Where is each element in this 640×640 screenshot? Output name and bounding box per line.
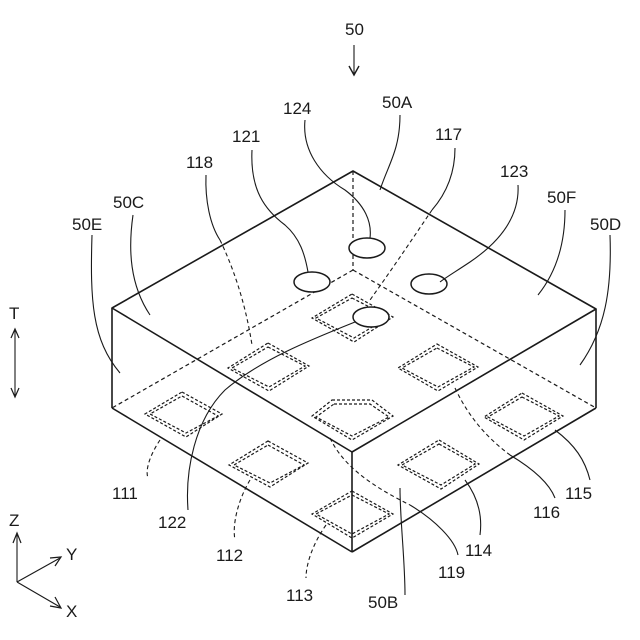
pad-118 — [228, 343, 309, 391]
axis-z-label: Z — [9, 511, 19, 530]
via-124 — [349, 238, 385, 258]
label-50F: 50F — [547, 188, 576, 207]
package-body — [112, 171, 596, 552]
label-118: 118 — [186, 153, 213, 172]
ref-50-label: 50 — [345, 20, 364, 39]
pad-115 — [484, 393, 563, 440]
pad-119 — [312, 400, 393, 440]
label-121: 121 — [232, 127, 260, 146]
label-50E: 50E — [72, 215, 102, 234]
label-111: 111 — [112, 484, 138, 503]
hidden-edges — [112, 171, 596, 408]
t-axis-label: T — [9, 304, 19, 323]
label-115: 115 — [565, 484, 592, 503]
via-123 — [411, 274, 447, 294]
label-50C: 50C — [113, 193, 144, 212]
axis-y-label: Y — [66, 545, 77, 564]
label-119: 119 — [438, 563, 465, 582]
label-116: 116 — [533, 503, 560, 522]
label-50B: 50B — [368, 593, 398, 612]
label-123: 123 — [500, 162, 528, 181]
axis-x-label: X — [66, 602, 77, 621]
pad-116 — [398, 344, 478, 391]
pad-111 — [145, 392, 222, 437]
thickness-indicator: T — [9, 304, 19, 397]
via-122 — [353, 307, 389, 327]
label-113: 113 — [286, 586, 313, 605]
pad-112 — [229, 441, 308, 487]
via-121 — [294, 272, 330, 292]
label-114: 114 — [465, 541, 492, 560]
axis-triad: Z Y X — [9, 511, 77, 621]
ref-50-arrow — [349, 45, 359, 75]
label-122: 122 — [158, 513, 186, 532]
label-50A: 50A — [382, 93, 413, 112]
label-50D: 50D — [590, 215, 621, 234]
label-117: 117 — [435, 125, 462, 144]
label-112: 112 — [216, 546, 243, 565]
label-124: 124 — [283, 99, 311, 118]
